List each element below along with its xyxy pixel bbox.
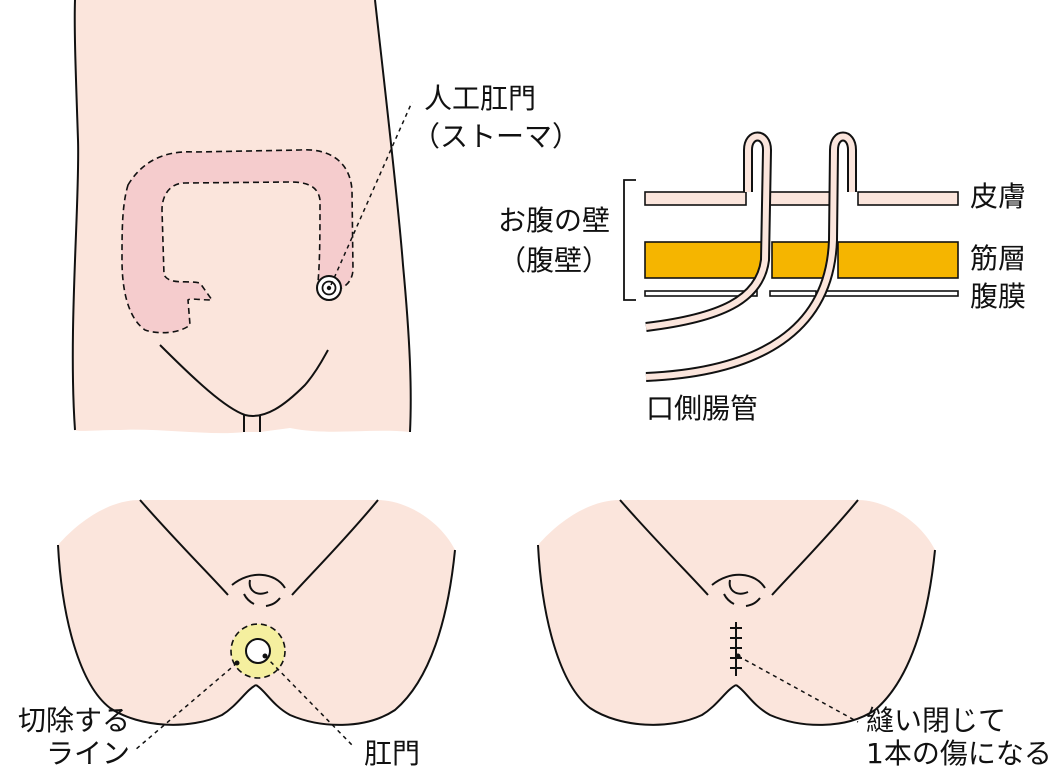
muscle-layer-mid: [772, 242, 830, 278]
anus-label: 肛門: [364, 737, 420, 771]
peritoneum-layer-mid: [770, 291, 816, 296]
layer-label-skin: 皮膚: [970, 180, 1026, 214]
cut-label-line2: ライン: [46, 737, 130, 771]
wall-bracket: [624, 180, 636, 300]
wound-label-line1: 縫い閉じて: [866, 704, 1006, 738]
torso-figure: [73, 0, 412, 433]
buttocks-skin-right: [538, 500, 935, 725]
wall-label-line2: （腹壁）: [462, 244, 610, 278]
wall-label-line1: お腹の壁: [462, 204, 610, 238]
wall-figure: [624, 137, 958, 378]
buttocks-skin-left: [58, 500, 455, 725]
intestine-label: 口側腸管: [646, 392, 758, 426]
stoma-label-line2: （ストーマ）: [412, 120, 580, 154]
stoma-dot: [327, 286, 331, 290]
peritoneum-layer-right: [825, 291, 958, 296]
layer-label-muscle: 筋層: [970, 242, 1026, 276]
muscle-layer-right: [838, 242, 958, 278]
layer-label-peritoneum: 腹膜: [970, 280, 1026, 314]
skin-layer-right: [858, 192, 958, 205]
cut-label-line1: 切除する: [18, 704, 130, 738]
anus: [246, 639, 270, 663]
wound-label-line2: 1本の傷になる: [866, 737, 1052, 771]
perineum-after: [538, 500, 935, 725]
skin-layer-mid: [770, 192, 835, 205]
skin-layer-left: [645, 192, 746, 205]
stoma-label-line1: 人工肛門: [424, 82, 536, 116]
muscle-layer-left: [645, 242, 763, 278]
